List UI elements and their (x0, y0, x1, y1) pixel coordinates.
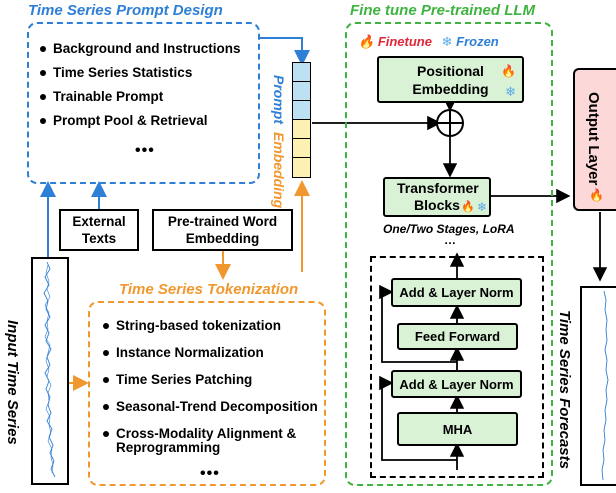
embedding-cell-prompt (292, 62, 311, 83)
stages-ellipsis: … (444, 233, 456, 247)
tokenization-ellipsis: ••• (200, 465, 220, 482)
forecasts-label: Time Series Forecasts (556, 310, 573, 469)
legend-frozen-label: Frozen (456, 34, 499, 49)
adder-symbol (436, 109, 464, 137)
tokenization-title: Time Series Tokenization (119, 281, 299, 298)
add-norm-bottom-box: Add & Layer Norm (391, 370, 522, 398)
residual-arrow-upper (379, 284, 457, 363)
positional-embedding-box: Positional Embedding 🔥 ❄ (377, 56, 524, 103)
prompt-embedding-column (292, 62, 311, 182)
prompt-embedding-word-prompt: Prompt (271, 75, 287, 124)
tokenization-box: String-based tokenization Instance Norma… (88, 301, 326, 486)
snowflake-icon: ❄ (441, 34, 453, 49)
positional-embedding-label: Positional Embedding (412, 62, 489, 97)
prompt-embedding-word-embedding: Embedding (271, 131, 287, 209)
forecast-series-plot (601, 290, 609, 481)
tokenization-item: String-based tokenization (102, 319, 318, 333)
embedding-cell-prompt (292, 100, 311, 121)
tokenization-item: Time Series Patching (102, 373, 318, 387)
transformer-blocks-box: Transformer Blocks 🔥 ❄ (383, 177, 491, 217)
prompt-embedding-label: Prompt Embedding (271, 75, 287, 208)
prompt-design-item: Background and Instructions (39, 42, 241, 56)
output-layer-box: Output Layer 🔥 (573, 68, 616, 211)
output-layer-label: Output Layer (585, 92, 602, 186)
prompt-design-item: Prompt Pool & Retrieval (39, 114, 241, 128)
fire-icon: 🔥 (358, 34, 375, 49)
external-texts-box: External Texts (59, 209, 139, 251)
residual-arrow-lower (379, 375, 457, 461)
arrow-prompt-to-embedding (258, 37, 310, 66)
prompt-design-title: Time Series Prompt Design (28, 2, 223, 19)
prompt-design-item: Time Series Statistics (39, 66, 241, 80)
input-series-plot (43, 261, 56, 478)
tokenization-list: String-based tokenization Instance Norma… (102, 319, 318, 465)
embedding-cell-token (292, 157, 311, 178)
fire-icon: 🔥 (461, 201, 475, 213)
word-embedding-label: Pre-trained Word Embedding (167, 214, 278, 246)
embedding-cell-prompt (292, 81, 311, 102)
snowflake-icon: ❄ (505, 84, 516, 99)
embedding-cell-token (292, 119, 311, 140)
forecast-series-panel (580, 286, 616, 486)
legend-finetune-label: Finetune (377, 34, 432, 49)
word-embedding-box: Pre-trained Word Embedding (152, 209, 293, 251)
snowflake-icon: ❄ (476, 200, 487, 214)
block-ellipsis: … (452, 467, 464, 481)
feed-forward-box: Feed Forward (397, 323, 518, 350)
llm-title: Fine tune Pre-trained LLM (350, 2, 536, 19)
input-series-label: Input Time Series (4, 320, 21, 445)
input-series-panel (31, 257, 69, 485)
prompt-design-list: Background and Instructions Time Series … (39, 42, 241, 138)
prompt-design-box: Background and Instructions Time Series … (27, 22, 260, 184)
transformer-block-detail (370, 256, 544, 478)
tokenization-item: Instance Normalization (102, 346, 318, 360)
mha-label: MHA (442, 421, 473, 437)
llm-box (345, 22, 553, 486)
transformer-blocks-label: Transformer Blocks (397, 180, 479, 213)
add-norm-bottom-label: Add & Layer Norm (399, 376, 514, 392)
add-norm-top-label: Add & Layer Norm (399, 285, 514, 300)
tokenization-item: Seasonal-Trend Decomposition (102, 400, 318, 414)
prompt-design-item: Trainable Prompt (39, 90, 241, 104)
prompt-design-ellipsis: ••• (135, 142, 155, 159)
fire-icon: 🔥 (501, 64, 516, 78)
llm-legend: 🔥 Finetune ❄ Frozen (358, 34, 499, 50)
stages-label: One/Two Stages, LoRA (383, 222, 515, 236)
mha-box: MHA (397, 412, 518, 446)
external-texts-label: External Texts (72, 214, 126, 246)
embedding-cell-token (292, 138, 311, 159)
add-norm-top-box: Add & Layer Norm (391, 278, 522, 307)
fire-icon: 🔥 (589, 188, 604, 202)
feed-forward-label: Feed Forward (414, 329, 501, 344)
tokenization-item: Cross-Modality Alignment & Reprogramming (102, 427, 316, 455)
